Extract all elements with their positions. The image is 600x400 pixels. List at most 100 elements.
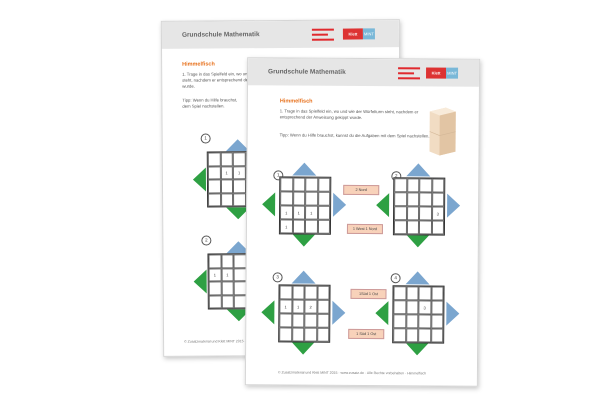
- grid-cell[interactable]: [305, 177, 318, 192]
- grid-cell[interactable]: 1: [279, 219, 293, 234]
- west-arrow: [262, 192, 276, 217]
- grid-cell[interactable]: [418, 220, 432, 235]
- grid-cell[interactable]: 1: [305, 205, 318, 220]
- grid-cell[interactable]: [207, 165, 221, 180]
- grid-cell[interactable]: [431, 178, 445, 193]
- grid-cell[interactable]: [406, 220, 420, 235]
- grid-cell[interactable]: [207, 152, 221, 167]
- grid-cell[interactable]: [317, 205, 331, 220]
- grid-cell[interactable]: [406, 178, 420, 193]
- grid-cell[interactable]: [406, 206, 420, 221]
- grid-cell[interactable]: [418, 314, 431, 329]
- grid-cell[interactable]: [220, 152, 233, 166]
- grid-cell[interactable]: [419, 206, 432, 221]
- grid-cell[interactable]: [292, 191, 306, 206]
- grid-cell[interactable]: 1: [292, 205, 306, 220]
- grid-cell[interactable]: [232, 152, 246, 166]
- section-title: Himmelfisch: [279, 98, 313, 105]
- grid-cell[interactable]: [394, 192, 407, 207]
- south-arrow: [291, 341, 316, 355]
- worksheet-page-front: Grundschule Mathematik Klett MINT Himmel…: [244, 57, 481, 387]
- south-arrow: [405, 234, 430, 248]
- grid-cell[interactable]: [292, 219, 306, 234]
- grid-cell[interactable]: [279, 285, 293, 300]
- grid-cell[interactable]: [419, 178, 432, 193]
- page-footer: © Zusatzmaterial und Klett MINT 2015 · w…: [277, 370, 427, 376]
- grid-cell[interactable]: 3: [418, 300, 431, 315]
- grid-cell[interactable]: [304, 327, 317, 342]
- grid-cell[interactable]: [394, 178, 407, 193]
- grid-cell[interactable]: 1: [280, 205, 293, 220]
- grid-cell[interactable]: [304, 285, 318, 300]
- grid-cell[interactable]: [418, 286, 432, 301]
- grid-cell[interactable]: [221, 281, 234, 295]
- grid-cell[interactable]: [405, 328, 419, 343]
- grid-cell[interactable]: [317, 177, 331, 192]
- grid-cell[interactable]: [393, 220, 407, 235]
- grid-cell[interactable]: [405, 314, 419, 329]
- grid-cell[interactable]: [406, 192, 420, 207]
- grid-cell[interactable]: 2: [304, 299, 317, 314]
- grid-cell[interactable]: [316, 313, 330, 328]
- west-arrow: [376, 193, 390, 218]
- grid-cell[interactable]: [393, 328, 406, 343]
- grid-cell[interactable]: [405, 286, 419, 301]
- west-arrow: [261, 300, 275, 325]
- grid-cell[interactable]: [292, 177, 306, 192]
- grid-cell[interactable]: 1: [232, 165, 246, 180]
- grid-cell[interactable]: [220, 179, 234, 193]
- grid-cell[interactable]: [220, 192, 234, 207]
- grid-cell[interactable]: 1: [220, 165, 233, 180]
- grid-cell[interactable]: [405, 300, 419, 315]
- grid-cell[interactable]: [280, 177, 293, 192]
- grid-cell[interactable]: [279, 313, 292, 328]
- grid-cell[interactable]: [208, 254, 222, 269]
- grid-cell[interactable]: [317, 219, 331, 234]
- grid-cell[interactable]: [316, 285, 330, 300]
- grid-cell[interactable]: [221, 294, 234, 309]
- north-arrow: [226, 241, 251, 254]
- grid-cell[interactable]: [291, 313, 305, 328]
- grid-cell[interactable]: [393, 314, 406, 329]
- grid-cell[interactable]: 1: [221, 267, 234, 282]
- grid-cell[interactable]: [279, 327, 292, 342]
- grid-cell[interactable]: [291, 327, 305, 342]
- grid-cell[interactable]: [232, 179, 246, 193]
- east-arrow: [447, 193, 461, 218]
- grid-cell[interactable]: 1: [279, 299, 292, 314]
- grid-cell[interactable]: [233, 192, 246, 207]
- grid-cell[interactable]: 1: [208, 267, 222, 282]
- grid-cell[interactable]: [430, 328, 444, 343]
- grid-cell[interactable]: [316, 327, 330, 342]
- grid-cell[interactable]: [280, 191, 293, 206]
- mint-logo: MINT: [362, 28, 375, 40]
- grid-cell[interactable]: 1: [291, 299, 305, 314]
- grid-cell[interactable]: [208, 281, 222, 296]
- grid-cell[interactable]: [393, 286, 407, 301]
- grid-cell[interactable]: [207, 179, 221, 194]
- grid-cell[interactable]: [317, 191, 331, 206]
- grid-cell[interactable]: [220, 254, 234, 268]
- grid-cell[interactable]: [316, 299, 330, 314]
- grid-cell[interactable]: [208, 294, 222, 309]
- grid-cell[interactable]: [419, 192, 432, 207]
- east-arrow: [332, 300, 346, 325]
- grid-cell[interactable]: [430, 300, 444, 315]
- grid-cell[interactable]: [208, 192, 221, 207]
- grid-cell[interactable]: [430, 314, 444, 329]
- grid-cell[interactable]: [393, 300, 406, 315]
- grid-cell[interactable]: [291, 285, 305, 300]
- grid-cell[interactable]: [305, 191, 318, 206]
- grid-cell[interactable]: [430, 286, 444, 301]
- grid-cell[interactable]: [233, 254, 247, 268]
- grid-cell[interactable]: [304, 313, 317, 328]
- grid-cell[interactable]: 3: [431, 206, 445, 221]
- grid-cell[interactable]: [233, 281, 247, 295]
- grid-cell[interactable]: [431, 220, 445, 235]
- grid-cell[interactable]: [233, 267, 247, 282]
- grid-cell[interactable]: [431, 192, 445, 207]
- grid-cell[interactable]: [304, 219, 318, 234]
- grid-cell[interactable]: [394, 206, 407, 221]
- grid-cell[interactable]: [418, 328, 431, 343]
- puzzle-grid: 3: [392, 285, 445, 344]
